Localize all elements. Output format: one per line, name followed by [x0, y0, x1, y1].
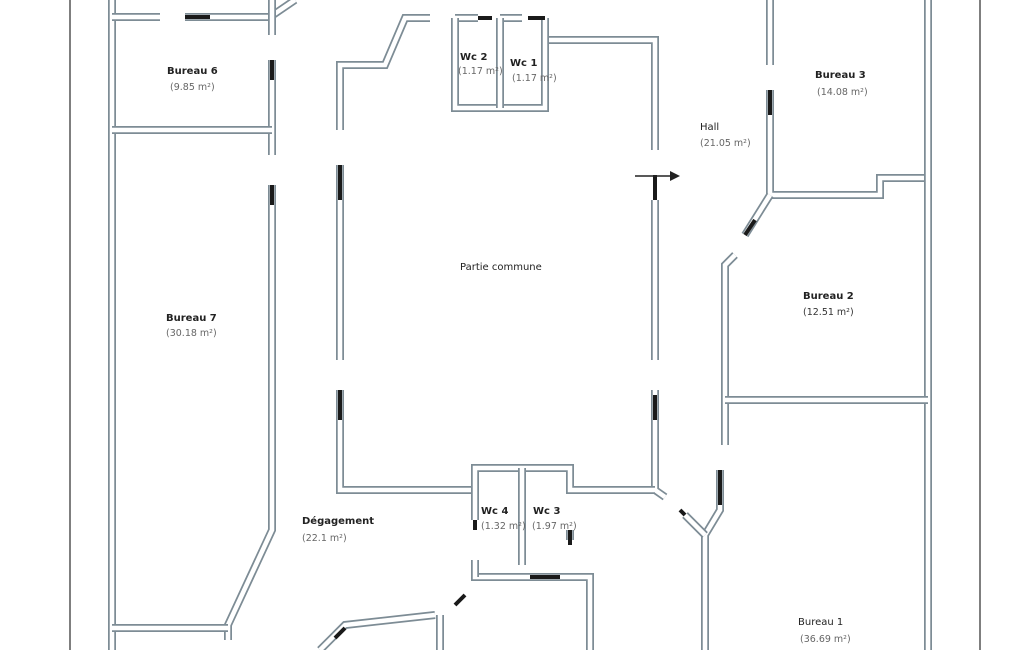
- wall-segment: [471, 560, 594, 650]
- wall-segment: [702, 470, 723, 650]
- room-area-bureau-6: (9.85 m²): [170, 82, 215, 93]
- wall-segment: [224, 185, 276, 640]
- wall-segment: [542, 18, 658, 150]
- room-area-hall: (21.05 m²): [700, 138, 751, 149]
- room-area-bureau-3: (14.08 m²): [817, 87, 868, 98]
- door-opening: [743, 218, 757, 237]
- wall-segment: [337, 15, 430, 130]
- room-label-partie-commune: Partie commune: [460, 262, 542, 273]
- wall-segment: [336, 390, 475, 494]
- room-label-wc-1: Wc 1: [510, 58, 538, 69]
- room-area-wc-4: (1.32 m²): [481, 521, 526, 532]
- door-opening: [333, 626, 347, 640]
- room-label-bureau-6: Bureau 6: [167, 66, 218, 77]
- wall-segment: [336, 14, 430, 130]
- room-area-degagement: (22.1 m²): [302, 533, 347, 544]
- room-area-bureau-2: (12.51 m²): [803, 307, 854, 318]
- door-opening: [453, 593, 467, 607]
- arrow-icon: [635, 171, 680, 181]
- room-area-wc-2: (1.17 m²): [458, 66, 503, 77]
- wall-segment: [683, 513, 707, 537]
- room-area-bureau-7: (30.18 m²): [166, 328, 217, 339]
- wall-segment: [722, 253, 737, 445]
- room-label-hall: Hall: [700, 122, 720, 133]
- room-area-bureau-1: (36.69 m²): [800, 634, 851, 645]
- room-label-bureau-3: Bureau 3: [815, 70, 866, 81]
- walls: [108, 0, 932, 650]
- wall-segment: [472, 465, 655, 520]
- wall-segment: [767, 90, 928, 198]
- doors: [185, 15, 772, 640]
- room-label-wc-4: Wc 4: [481, 506, 509, 517]
- room-area-wc-1: (1.17 m²): [512, 73, 557, 84]
- room-label-bureau-1: Bureau 1: [798, 617, 844, 628]
- wall-segment: [225, 185, 275, 640]
- room-label-degagement: Dégagement: [302, 516, 375, 527]
- wall-segment: [337, 390, 475, 493]
- room-label-bureau-2: Bureau 2: [803, 291, 854, 302]
- door-opening: [678, 508, 687, 517]
- room-label-bureau-7: Bureau 7: [166, 313, 217, 324]
- wall-segment: [318, 612, 436, 650]
- room-label-wc-2: Wc 2: [460, 52, 488, 63]
- room-area-wc-3: (1.97 m²): [532, 521, 577, 532]
- room-label-wc-3: Wc 3: [533, 506, 561, 517]
